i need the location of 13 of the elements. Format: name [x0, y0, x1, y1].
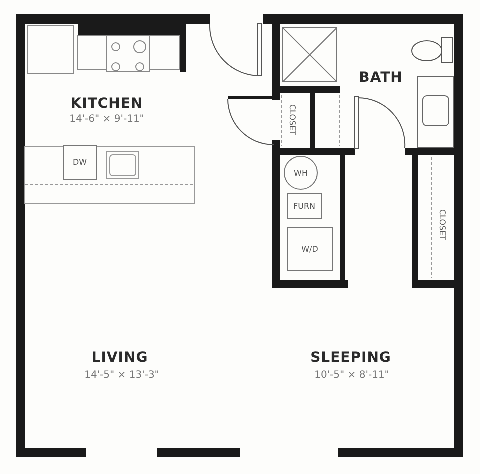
- room-dimension: 14'-6" × 9'-11": [70, 115, 144, 125]
- closet-label: CLOSET: [438, 209, 446, 241]
- room-name: BATH: [359, 71, 403, 85]
- room-name: SLEEPING: [310, 351, 392, 365]
- room-dimension: 14'-5" × 13'-3": [84, 371, 160, 381]
- furnace-box: FURN: [287, 193, 322, 219]
- room-name: LIVING: [92, 351, 148, 365]
- closet-label: CLOSET: [288, 104, 296, 136]
- room-dimension: 10'-5" × 8'-11": [314, 371, 390, 381]
- appliance-box: DW: [63, 145, 97, 180]
- washer-dryer-box: W/D: [287, 227, 333, 271]
- room-name: KITCHEN: [70, 97, 144, 111]
- water-heater-circle: WH: [284, 156, 318, 190]
